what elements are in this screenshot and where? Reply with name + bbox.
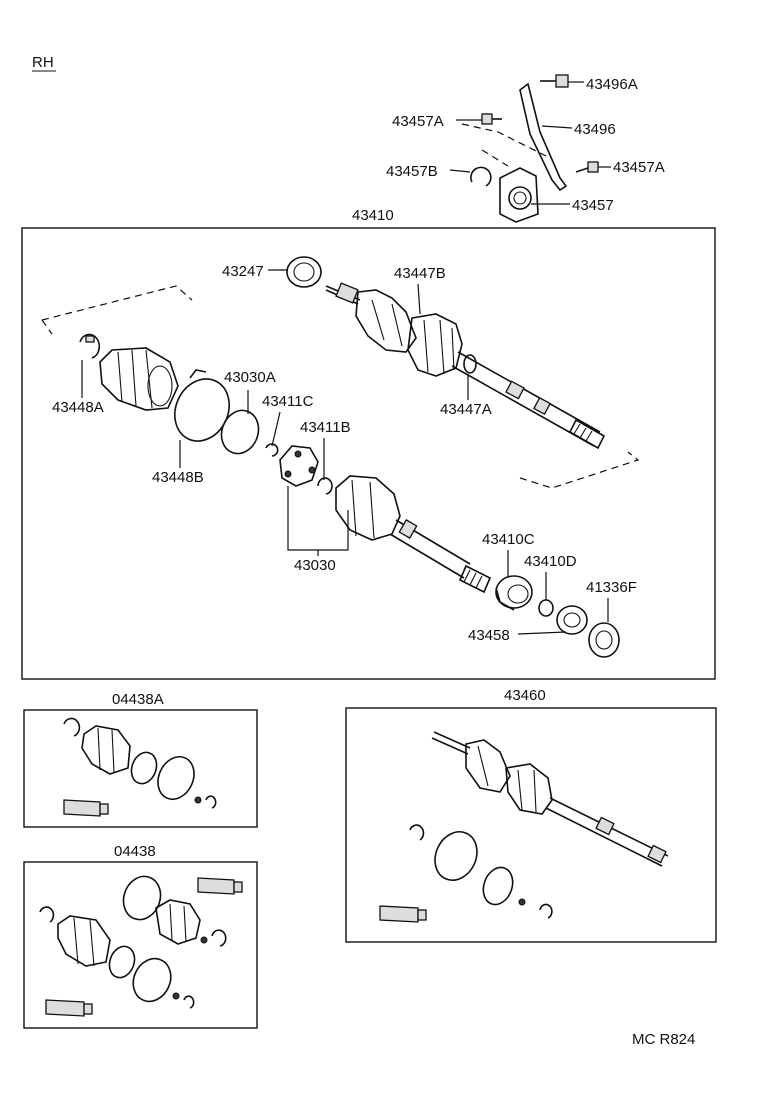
label-43410C: 43410C [482,531,535,548]
label-43448A: 43448A [52,399,104,416]
label-43496: 43496 [574,121,616,138]
stay-43496-icon [519,82,568,192]
o-ring-43030A-icon [220,409,260,455]
assembly-43460-frame [345,707,717,943]
leader-43447B [417,283,421,315]
label-43460: 43460 [504,687,546,704]
guide-line-shaft-end [519,451,640,489]
guide-line-bracket-2 [481,149,509,167]
label-43447B: 43447B [394,265,446,282]
leader-43458 [517,631,567,635]
snap-ring-43411C-icon [265,443,279,457]
label-04438A: 04438A [112,691,164,708]
leader-43496 [541,125,573,129]
bolt-43496A-icon [540,74,569,88]
assembly-43460-parts-icon [379,731,669,923]
label-43411B: 43411B [300,419,351,436]
side-label: RH [32,54,54,71]
kit-04438A-parts-icon [63,717,217,817]
guide-line-bracket [461,123,547,157]
diagram-code: MC R824 [632,1031,695,1048]
label-43030A: 43030A [224,369,276,386]
label-43448B: 43448B [152,469,204,486]
guide-line-inboard [41,319,53,335]
outboard-boot-icon [99,347,179,411]
leader-43457B [449,169,471,173]
label-43457: 43457 [572,197,614,214]
outboard-cv-joint-icon [335,475,492,594]
dust-seal-43247-icon [286,256,322,288]
assembly-43410-frame [21,227,716,680]
bearing-43410C-icon [495,575,533,611]
label-43457B: 43457B [386,163,438,180]
label-04438: 04438 [114,843,156,860]
tripod-joint-icon [279,445,319,487]
label-41336F: 41336F [586,579,637,596]
kit-04438A-frame [23,709,258,828]
label-43496A: 43496A [586,76,638,93]
bolt-43457A-top-icon [481,113,502,125]
snap-ring-43457B-icon [470,166,492,187]
label-43457A-right: 43457A [613,159,665,176]
seal-43458-icon [556,605,588,635]
label-43458: 43458 [468,627,510,644]
leader-43030 [287,486,349,551]
inboard-joint-shaft-icon [325,282,606,450]
clamp-43448A-icon [79,333,101,359]
bearing-bracket-43457-icon [499,167,539,223]
label-43410: 43410 [352,207,394,224]
bolt-43457A-right-icon [575,161,599,173]
guide-line-outboard [41,285,193,321]
kit-04438-frame [23,861,258,1029]
label-43410D: 43410D [524,553,577,570]
dust-seal-41336F-icon [588,622,620,658]
leader-43411C [271,411,281,447]
label-43247: 43247 [222,263,264,280]
label-43447A: 43447A [440,401,492,418]
kit-04438-parts-icon [39,875,243,1017]
snap-ring-43411B-icon [317,477,333,495]
label-43457A-top: 43457A [392,113,444,130]
label-43030: 43030 [294,557,336,574]
snap-ring-43410D-icon [538,599,554,617]
label-43411C: 43411C [262,393,314,410]
